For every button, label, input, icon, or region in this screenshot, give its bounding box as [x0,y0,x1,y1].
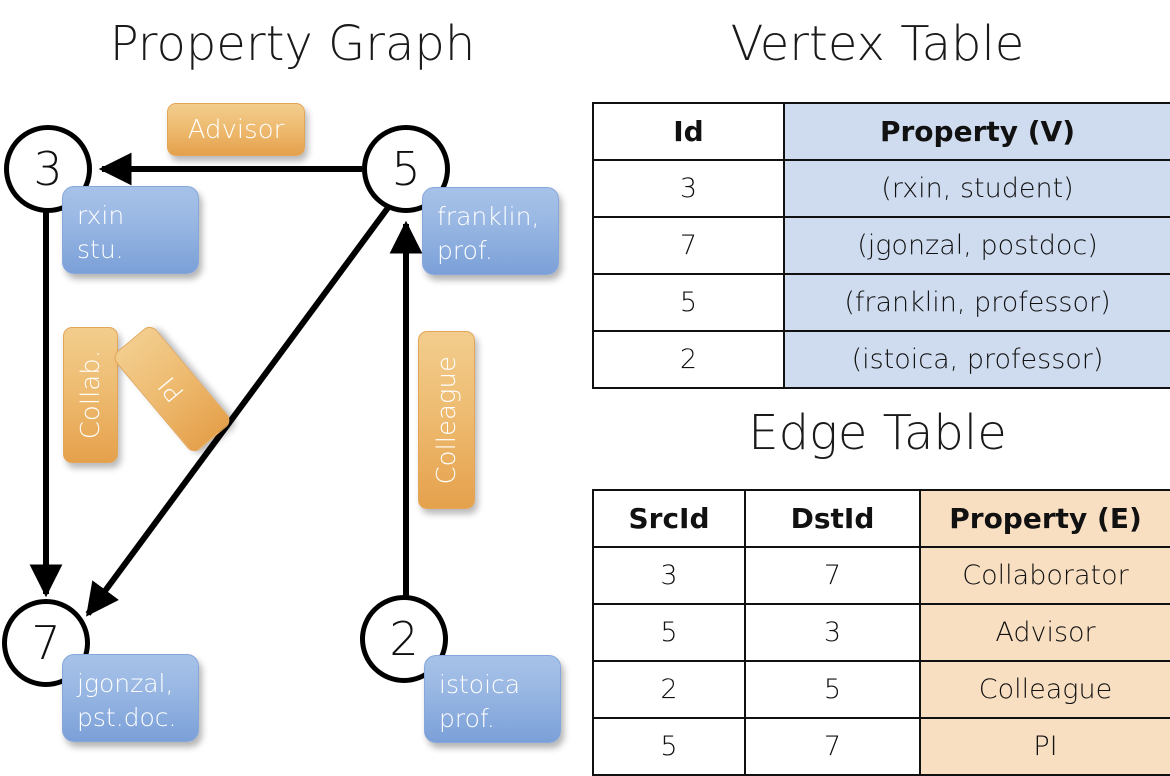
vertex-property-box-franklin[interactable]: franklin, prof. [422,187,559,275]
vertex-cell-id: 5 [592,273,785,332]
vertex-property-name: rxin [77,201,125,230]
page-title-property-graph: Property Graph [109,16,476,72]
vertex-property-box-istoica[interactable]: istoica prof. [424,655,561,743]
vertex-property-role: prof. [439,703,495,733]
edge-label-advisor-text: Advisor [187,114,285,145]
vertex-property-name: istoica [439,670,521,699]
vertex-property-role: pst.doc. [77,702,177,732]
edge-label-colleague[interactable]: Colleague [418,331,475,509]
page-title-edge-table: Edge Table [748,405,1007,461]
edge-table-header-property: Property (E) [919,489,1170,548]
edge-cell-property: PI [919,717,1170,776]
page-title-vertex-table: Vertex Table [730,16,1025,72]
vertex-property-role: prof. [437,235,493,265]
vertex-property-name: franklin, [437,202,540,231]
table-row[interactable]: 2 (istoica, professor) [592,330,1170,389]
graph-vertex-5[interactable]: 5 [362,125,450,213]
edge-label-advisor[interactable]: Advisor [167,103,305,156]
edge-label-collab-text: Collab. [75,350,106,440]
vertex-cell-property: (franklin, professor) [783,273,1170,332]
edge-cell-dstid: 7 [744,546,921,605]
vertex-table-header-property: Property (V) [783,102,1170,161]
edge-cell-srcid: 5 [592,717,746,776]
edge-cell-dstid: 5 [744,660,921,719]
vertex-cell-property: (jgonzal, postdoc) [783,216,1170,275]
edge-table-header-srcid: SrcId [592,489,746,548]
vertex-cell-property: (rxin, student) [783,159,1170,218]
graph-vertex-2[interactable]: 2 [360,595,448,683]
vertex-cell-property: (istoica, professor) [783,330,1170,389]
edge-cell-srcid: 3 [592,546,746,605]
vertex-table-header-id: Id [592,102,785,161]
edge-table: SrcId DstId Property (E) 3 7 Collaborato… [592,489,1170,776]
edge-cell-property: Collaborator [919,546,1170,605]
table-row[interactable]: 2 5 Colleague [592,660,1170,719]
edge-table-header-dstid: DstId [744,489,921,548]
table-header-row: SrcId DstId Property (E) [592,489,1170,548]
graph-edges-svg [29,152,423,617]
table-row[interactable]: 5 7 PI [592,717,1170,776]
edge-cell-property: Colleague [919,660,1170,719]
table-row[interactable]: 3 7 Collaborator [592,546,1170,605]
vertex-property-role: stu. [77,234,124,264]
vertex-cell-id: 2 [592,330,785,389]
vertex-property-box-jgonzal[interactable]: jgonzal, pst.doc. [62,654,199,742]
edge-cell-dstid: 3 [744,603,921,662]
vertex-property-box-rxin[interactable]: rxin stu. [62,186,199,274]
edge-label-pi-text: PI [152,370,191,408]
vertex-property-name: jgonzal, [77,669,174,698]
edge-label-colleague-text: Colleague [431,355,462,485]
vertex-table: Id Property (V) 3 (rxin, student) 7 (jgo… [592,102,1170,389]
table-row[interactable]: 7 (jgonzal, postdoc) [592,216,1170,275]
edge-cell-srcid: 2 [592,660,746,719]
vertex-cell-id: 7 [592,216,785,275]
edge-cell-property: Advisor [919,603,1170,662]
property-graph-panel: 3 5 7 2 rxin stu. franklin, prof. jgonza… [0,0,585,760]
edge-cell-srcid: 5 [592,603,746,662]
edge-cell-dstid: 7 [744,717,921,776]
edge-pi-5-to-7 [85,203,393,617]
table-row[interactable]: 3 (rxin, student) [592,159,1170,218]
table-header-row: Id Property (V) [592,102,1170,161]
table-row[interactable]: 5 3 Advisor [592,603,1170,662]
edge-label-collab[interactable]: Collab. [63,327,118,463]
vertex-cell-id: 3 [592,159,785,218]
table-row[interactable]: 5 (franklin, professor) [592,273,1170,332]
